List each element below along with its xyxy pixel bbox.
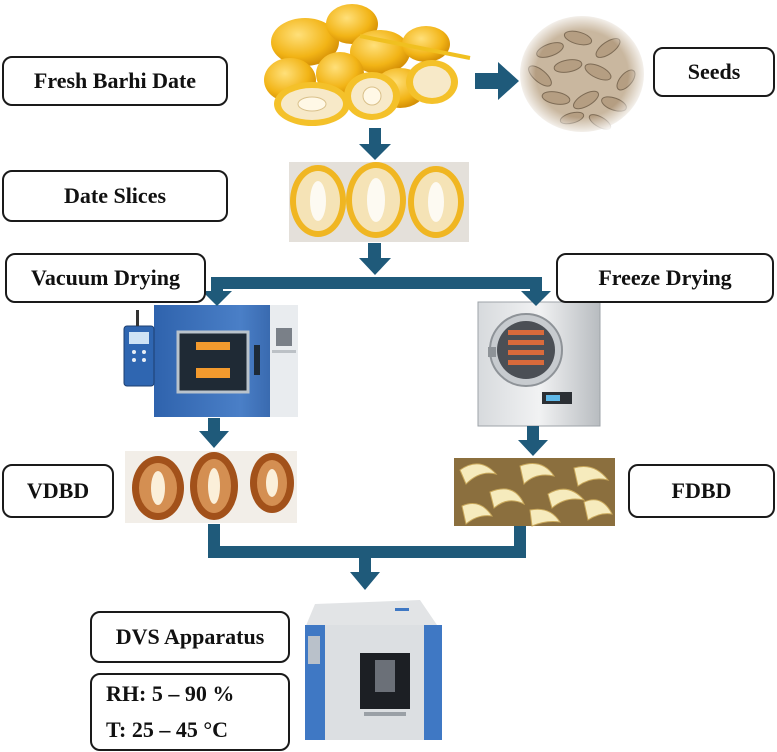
label-dvs-apparatus: DVS Apparatus [90,611,290,663]
arrow-to-freeze [521,277,551,306]
label-seeds: Seeds [653,47,775,97]
label-date-slices: Date Slices [2,170,228,222]
label-freeze-drying: Freeze Drying [556,253,774,303]
flow-connectors [199,62,551,590]
label-vdbd: VDBD [2,464,114,518]
arrow-to-dvs [350,556,380,590]
vacuum-oven-image [123,305,298,417]
arrow-slices-to-split [359,243,391,275]
label-fresh-barhi-date: Fresh Barhi Date [2,56,228,106]
merge-bar [208,546,526,558]
condition-temperature: T: 25 – 45 °C [106,717,229,742]
arrow-freeze-to-fdbd [518,426,548,456]
date-slices-image [289,162,469,242]
seeds-image [516,12,648,136]
fdbd-image [454,458,615,527]
freeze-dryer-image [477,301,601,427]
arrow-vacuum-to-vdbd [199,418,229,448]
arrow-dates-to-slices [359,128,391,160]
label-fdbd: FDBD [628,464,775,518]
label-vacuum-drying: Vacuum Drying [5,253,206,303]
arrow-to-vacuum [202,277,232,306]
conditions-box: RH: 5 – 90 % T: 25 – 45 °C [90,673,290,751]
fresh-dates-image [264,4,471,126]
vdbd-image [125,451,297,523]
arrow-dates-to-seeds [475,62,519,100]
dvs-apparatus-image [305,600,442,740]
condition-rh: RH: 5 – 90 % [106,681,235,706]
split-bar [211,277,542,289]
